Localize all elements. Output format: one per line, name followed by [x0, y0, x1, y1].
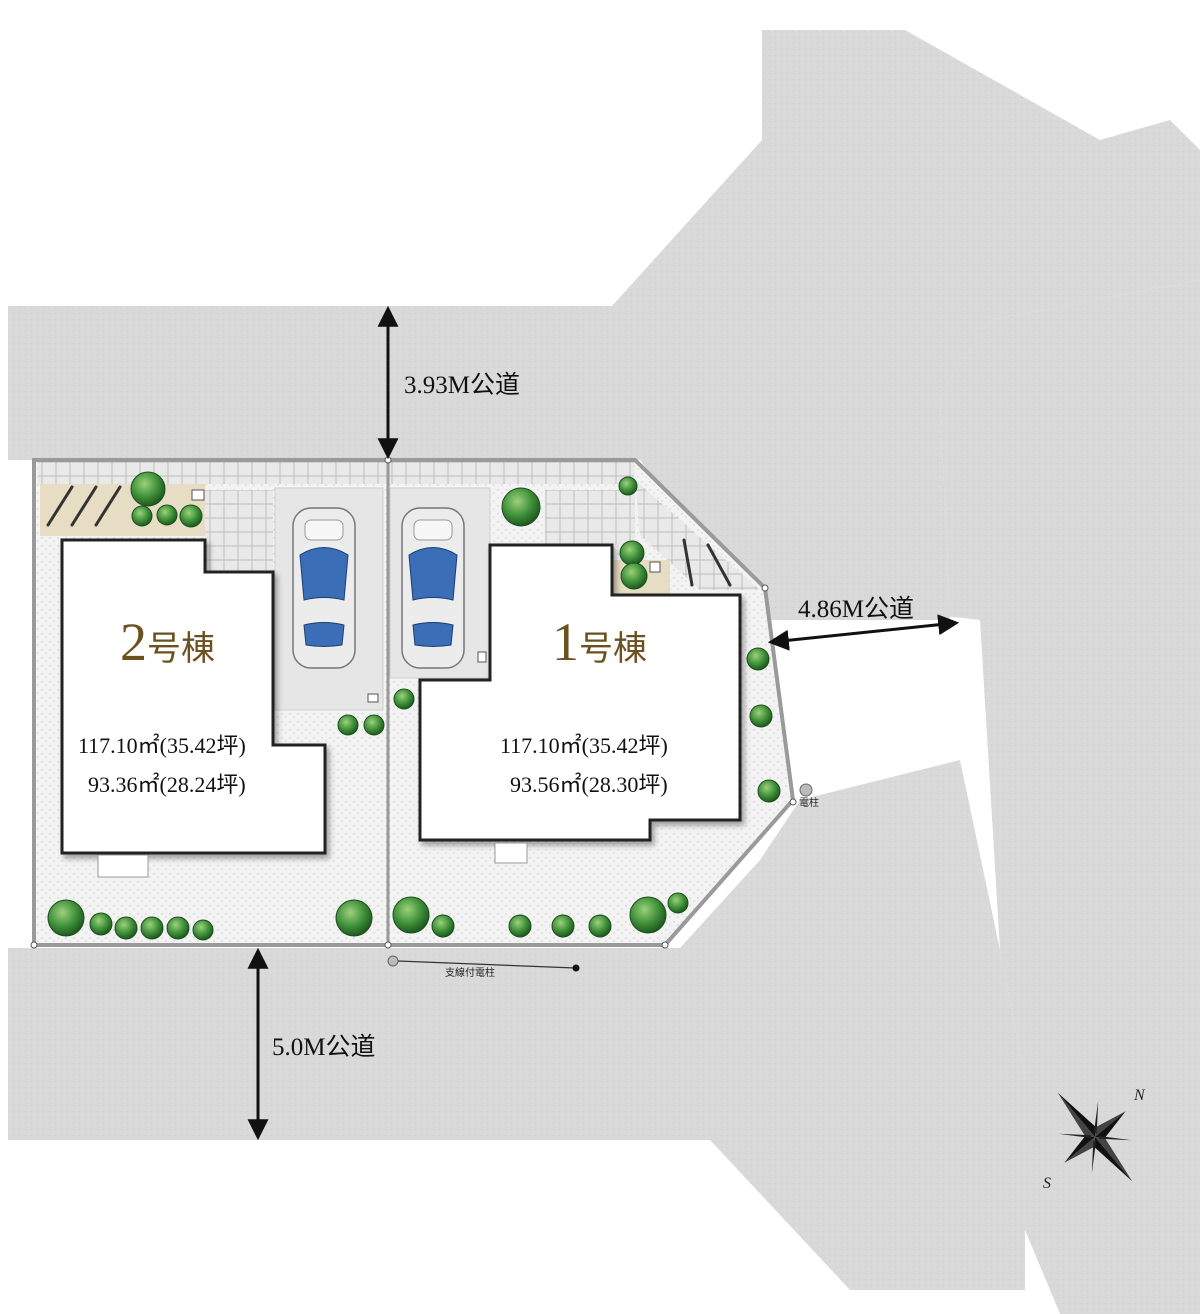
tree-icon [47, 899, 85, 937]
parked-car-1 [401, 507, 465, 669]
road-south [8, 760, 1025, 1290]
guy-wire [397, 960, 576, 969]
tree-icon [114, 916, 138, 940]
tree-icon [620, 562, 648, 590]
tree-icon [749, 704, 773, 728]
parked-car-2 [292, 507, 356, 669]
meter-box [649, 561, 661, 573]
building-1-floor-area: 93.56㎡(28.30坪) [510, 772, 668, 797]
meter-box [191, 489, 205, 501]
tree-icon [130, 471, 166, 507]
tree-icon [757, 779, 781, 803]
north-paving-strip [38, 462, 634, 484]
tree-icon [363, 714, 385, 736]
road-label-south: 5.0M公道 [272, 1033, 375, 1061]
road-east [760, 280, 1200, 1314]
tree-icon [618, 476, 638, 496]
tree-icon [393, 688, 415, 710]
building-2-name: 2号棟 [120, 612, 215, 672]
tree-icon [629, 896, 667, 934]
boundary-marker [789, 798, 797, 806]
tree-icon [156, 504, 178, 526]
tree-icon [392, 896, 430, 934]
tree-icon [131, 505, 153, 527]
compass-north-letter: N [1133, 1087, 1146, 1104]
guyed-pole-label: 支線付電柱 [445, 966, 495, 979]
bicycles-lot-1 [682, 538, 732, 587]
tree-icon [140, 916, 164, 940]
boundary-marker [30, 941, 38, 949]
utility-pole-label: 電柱 [799, 796, 819, 809]
building-1-land-area: 117.10㎡(35.42坪) [500, 733, 668, 758]
guyed-pole-marker [387, 955, 399, 967]
building-2-footprint [60, 538, 327, 855]
tree-icon [588, 914, 612, 938]
tree-icon [337, 714, 359, 736]
building-1-footprint [418, 543, 742, 842]
buildings [60, 538, 742, 878]
tree-icon [431, 914, 455, 938]
building-2-land-area: 117.10㎡(35.42坪) [78, 733, 246, 758]
road-label-north: 3.93M公道 [404, 371, 520, 399]
road-label-east: 4.86M公道 [798, 595, 914, 623]
tree-icon [746, 647, 770, 671]
utility-pole-marker [799, 783, 813, 797]
tree-icon [179, 504, 203, 528]
meter-box [477, 651, 487, 663]
tree-icon [166, 916, 190, 940]
entry-paving-1 [545, 490, 635, 545]
tree-icon [335, 899, 373, 937]
road-width-arrow-east [767, 614, 960, 651]
building-1-step [494, 842, 528, 864]
boundary-marker [661, 941, 669, 949]
tree-icon [89, 912, 113, 936]
entry-paving-2 [205, 490, 273, 572]
tree-icon [667, 892, 689, 914]
tree-icon [508, 914, 532, 938]
building-1-name: 1号棟 [552, 612, 647, 672]
guy-anchor [572, 964, 580, 972]
corner-paving-1 [635, 480, 760, 590]
tree-icon [619, 540, 645, 566]
tree-icon [551, 914, 575, 938]
road-north [8, 30, 1200, 620]
tree-icon [192, 919, 214, 941]
trees [47, 471, 781, 941]
compass-south-letter: S [1043, 1175, 1051, 1192]
building-2-floor-area: 93.36㎡(28.24坪) [88, 772, 246, 797]
bicycles-lot-2 [46, 485, 122, 527]
boundary-marker [761, 584, 769, 592]
building-2-step [97, 854, 149, 878]
meter-box [367, 693, 379, 703]
boundary-marker [384, 456, 392, 464]
tree-icon [501, 487, 541, 527]
roads [8, 30, 1200, 1314]
garden-bed-2 [40, 484, 205, 536]
compass-rose-icon [1057, 1092, 1133, 1182]
boundary-marker [384, 941, 392, 949]
